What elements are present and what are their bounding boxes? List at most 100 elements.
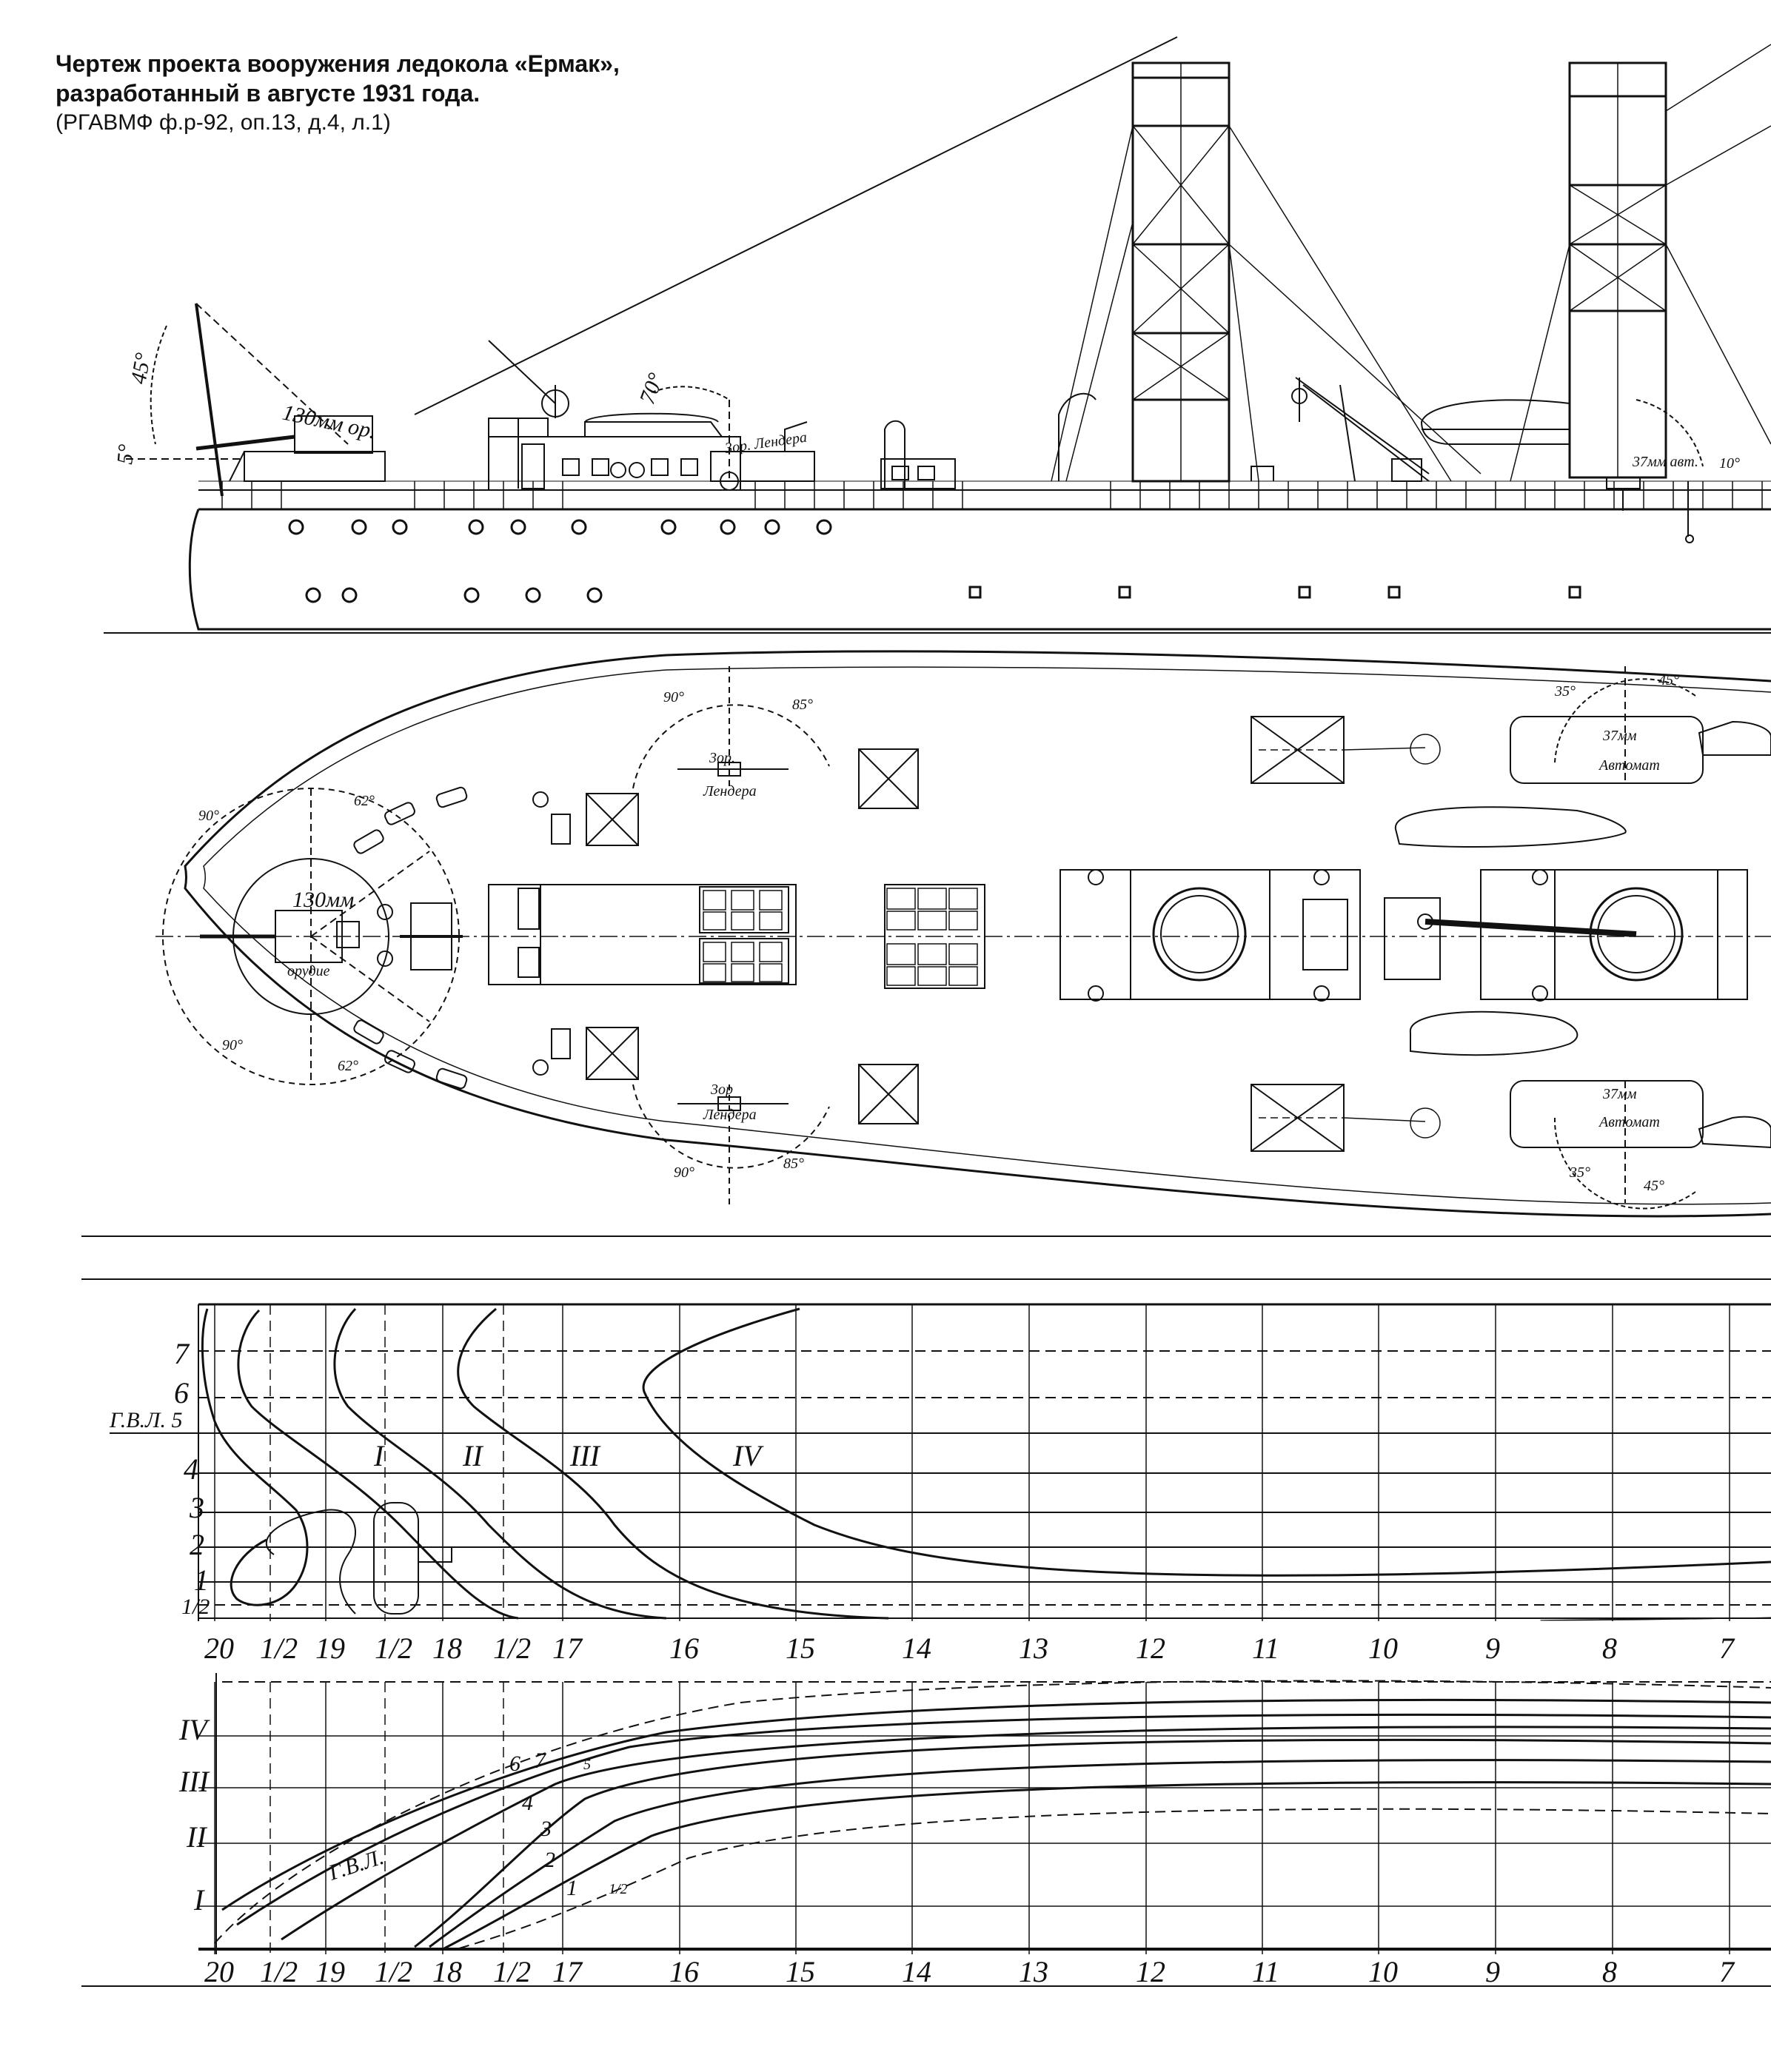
plan-bollards: [353, 786, 549, 1090]
drawing-caption: Чертеж проекта вооружения ледокола «Ерма…: [56, 49, 796, 138]
station-label: 15: [786, 1955, 815, 1988]
caption-archive-reference: (РГАВМФ ф.р-92, оп.13, д.4, л.1): [56, 110, 391, 135]
plan-angle-90-b: 90°: [222, 1037, 243, 1053]
plan-37mm-positions: [1510, 666, 1771, 1210]
hb-buttock-I: I: [193, 1883, 205, 1917]
station-label: 9: [1485, 1955, 1500, 1988]
plan-lender-label-top: 3ор.: [709, 750, 735, 766]
profile-37mm-label: 37мм авт.: [1632, 454, 1698, 470]
profile-forestay: [414, 36, 1178, 415]
station-label: 1/2: [375, 1632, 412, 1665]
station-label: 1/2: [493, 1632, 531, 1665]
station-label: 14: [902, 1632, 931, 1665]
plan-aft-funnel-casing: [1384, 869, 1748, 1002]
profile-angle-70: 70°: [635, 370, 669, 408]
hb-curve-4: 4: [522, 1791, 533, 1815]
bp-wl-6: 6: [174, 1376, 189, 1409]
station-label: 10: [1368, 1955, 1398, 1988]
plan-lender-sub-bot: Лендера: [703, 1107, 757, 1123]
profile-shrouds: [1051, 125, 1482, 482]
plan-deck-edge: [203, 666, 1771, 1205]
plan-angle-90-d: 90°: [674, 1164, 694, 1181]
plan-forward-funnel-casing: [1059, 869, 1361, 1002]
station-label: 18: [432, 1632, 462, 1665]
bp-wl-2: 2: [190, 1528, 204, 1561]
station-label: 1/2: [260, 1955, 298, 1988]
profile-ships-boat: [1420, 399, 1570, 445]
plan-hatches: [586, 716, 1345, 1152]
plan-37mm-sub-top: Автомат: [1598, 757, 1660, 774]
station-label: 1/2: [493, 1955, 531, 1988]
profile-aft-mast: [1510, 44, 1771, 482]
hb-curve-5: 5: [583, 1757, 591, 1773]
station-label: 13: [1019, 1955, 1048, 1988]
profile-boat-crane: [1291, 377, 1430, 482]
plan-lender-gun-arcs: [632, 666, 830, 1207]
station-label: 8: [1602, 1955, 1617, 1988]
hb-buttock-III: III: [178, 1765, 210, 1798]
profile-hull: [188, 508, 1771, 631]
body-plan-waterlines: [198, 1350, 1771, 1606]
profile-elevation-angle-5: 5°: [113, 443, 138, 466]
plan-angle-62-b: 62°: [338, 1058, 358, 1074]
hb-curve-3: 3: [540, 1817, 552, 1841]
plan-hull-outline: [184, 650, 1771, 1218]
profile-rail-stanchions: [221, 481, 1763, 509]
bp-wl-1: 1: [194, 1563, 209, 1597]
profile-lender-gun-label: 3ор. Лендера: [723, 429, 808, 457]
plan-angle-90-a: 90°: [198, 808, 219, 824]
station-label: 13: [1019, 1632, 1048, 1665]
profile-forward-mast: [1131, 61, 1231, 483]
profile-bow-130mm-gun: [126, 303, 386, 497]
station-label: 20: [204, 1632, 234, 1665]
caption-title-line-1: Чертеж проекта вооружения ледокола «Ерма…: [56, 50, 620, 77]
profile-37mm-auto-gun: [1606, 399, 1704, 543]
station-label: 19: [315, 1632, 345, 1665]
station-label: 17: [552, 1955, 583, 1988]
plan-37mm-sub-bot: Автомат: [1598, 1114, 1660, 1130]
profile-elevation-angle-45: 45°: [126, 351, 155, 386]
hb-buttock-IV: IV: [178, 1713, 210, 1746]
plan-bow-gun-label: 130мм: [292, 888, 354, 912]
station-label: 15: [786, 1632, 815, 1665]
profile-ventilator: [884, 420, 905, 489]
plan-angle-85-b: 85°: [783, 1156, 804, 1172]
hb-curve-7: 7: [535, 1749, 547, 1773]
station-label: 11: [1252, 1955, 1279, 1988]
body-plan-stations: [214, 1304, 1730, 1621]
plan-bow-gun-sublabel: орудие: [287, 963, 330, 979]
plan-view: 130мм орудие 90° 62° 90° 62°: [81, 632, 1771, 1237]
plan-angle-90-c: 90°: [663, 689, 684, 705]
plan-angle-85-a: 85°: [792, 697, 813, 713]
bp-wl-half: 1/2: [181, 1595, 210, 1619]
station-label: 17: [552, 1632, 583, 1665]
profile-portholes-lower: [305, 586, 1581, 603]
plan-lender-sub-top: Лендера: [703, 783, 757, 799]
bp-wl-7: 7: [174, 1337, 190, 1370]
bp-section-II: II: [462, 1439, 483, 1472]
station-label: 19: [315, 1955, 345, 1988]
body-plan-section-curves: [201, 1307, 1771, 1621]
station-label: 16: [669, 1955, 699, 1988]
profile-portholes-upper: [288, 519, 832, 535]
bp-wl-4: 4: [184, 1452, 198, 1486]
plan-boat-booms: [1259, 734, 1441, 1139]
station-label: 7: [1719, 1955, 1735, 1988]
hb-curve-6: 6: [509, 1751, 520, 1776]
station-label: 14: [902, 1955, 931, 1988]
half-breadth-waterline-curves: [214, 1680, 1771, 1950]
plan-vent-grid: [703, 888, 978, 986]
station-label: 8: [1602, 1632, 1617, 1665]
bp-wl-gvl5: Г.В.Л. 5: [109, 1408, 182, 1432]
station-label: 12: [1136, 1955, 1165, 1988]
hb-curve-1: 1: [566, 1876, 578, 1900]
profile-angle-10: 10°: [1719, 455, 1740, 472]
station-label: 7: [1719, 1632, 1735, 1665]
plan-lender-guns: [677, 762, 789, 1111]
plan-forward-deckhouse: [488, 884, 985, 989]
